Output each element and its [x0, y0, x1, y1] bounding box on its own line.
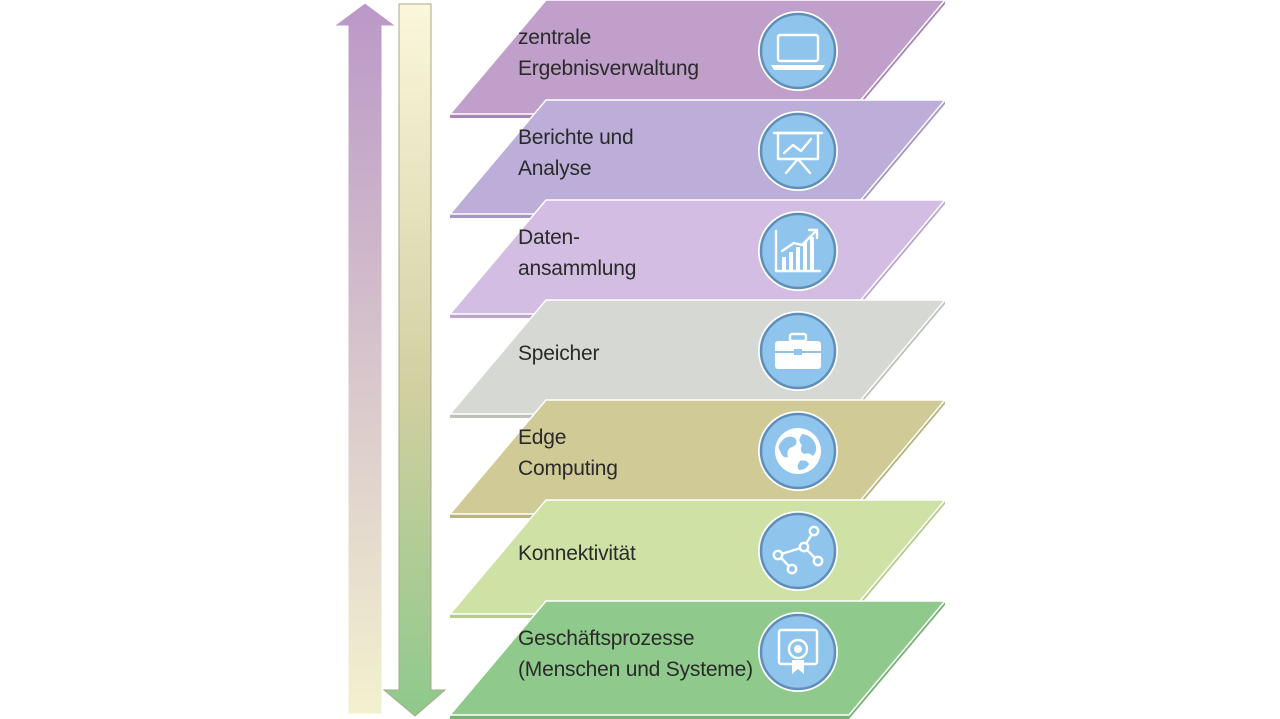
briefcase-icon — [758, 311, 838, 391]
layers — [448, 0, 947, 719]
bar-chart-growth-icon — [758, 211, 838, 291]
layer-label-line: Analyse — [518, 157, 592, 180]
globe-icon — [758, 411, 838, 491]
layer-label-line: Geschäftsprozesse — [518, 627, 695, 650]
downward-arrow — [382, 3, 447, 717]
layer-label-line: ansammlung — [518, 257, 637, 280]
layer-label-line: Speicher — [518, 341, 600, 365]
layer-4 — [448, 299, 947, 418]
laptop-icon — [758, 11, 838, 91]
presentation-board-icon — [758, 111, 838, 191]
layer-label-line: (Menschen und Systeme) — [518, 658, 753, 681]
layer-label-line: Edge — [518, 426, 567, 449]
layer-label-line: Ergebnisverwaltung — [518, 57, 699, 80]
layer-1 — [448, 0, 946, 118]
layer-label: Speicher — [518, 338, 758, 369]
upward-arrow — [332, 2, 398, 715]
layer-7 — [448, 600, 947, 719]
layer-label: Geschäftsprozesse (Menschen und Systeme) — [518, 623, 758, 685]
layer-6 — [448, 499, 947, 618]
layer-label-line: Konnektivität — [518, 541, 636, 565]
network-nodes-icon — [758, 511, 838, 591]
layer-2 — [448, 99, 947, 218]
layer-3 — [448, 199, 947, 318]
layer-label-line: Computing — [518, 457, 618, 480]
layer-label: Daten-ansammlung — [518, 222, 758, 284]
layer-label-line: Daten- — [518, 226, 580, 249]
layer-label: Konnektivität — [518, 538, 758, 569]
layer-label-line: zentrale — [518, 26, 592, 49]
layer-5 — [448, 399, 947, 518]
certificate-icon — [758, 612, 838, 692]
layer-label-line: Berichte und — [518, 126, 634, 149]
